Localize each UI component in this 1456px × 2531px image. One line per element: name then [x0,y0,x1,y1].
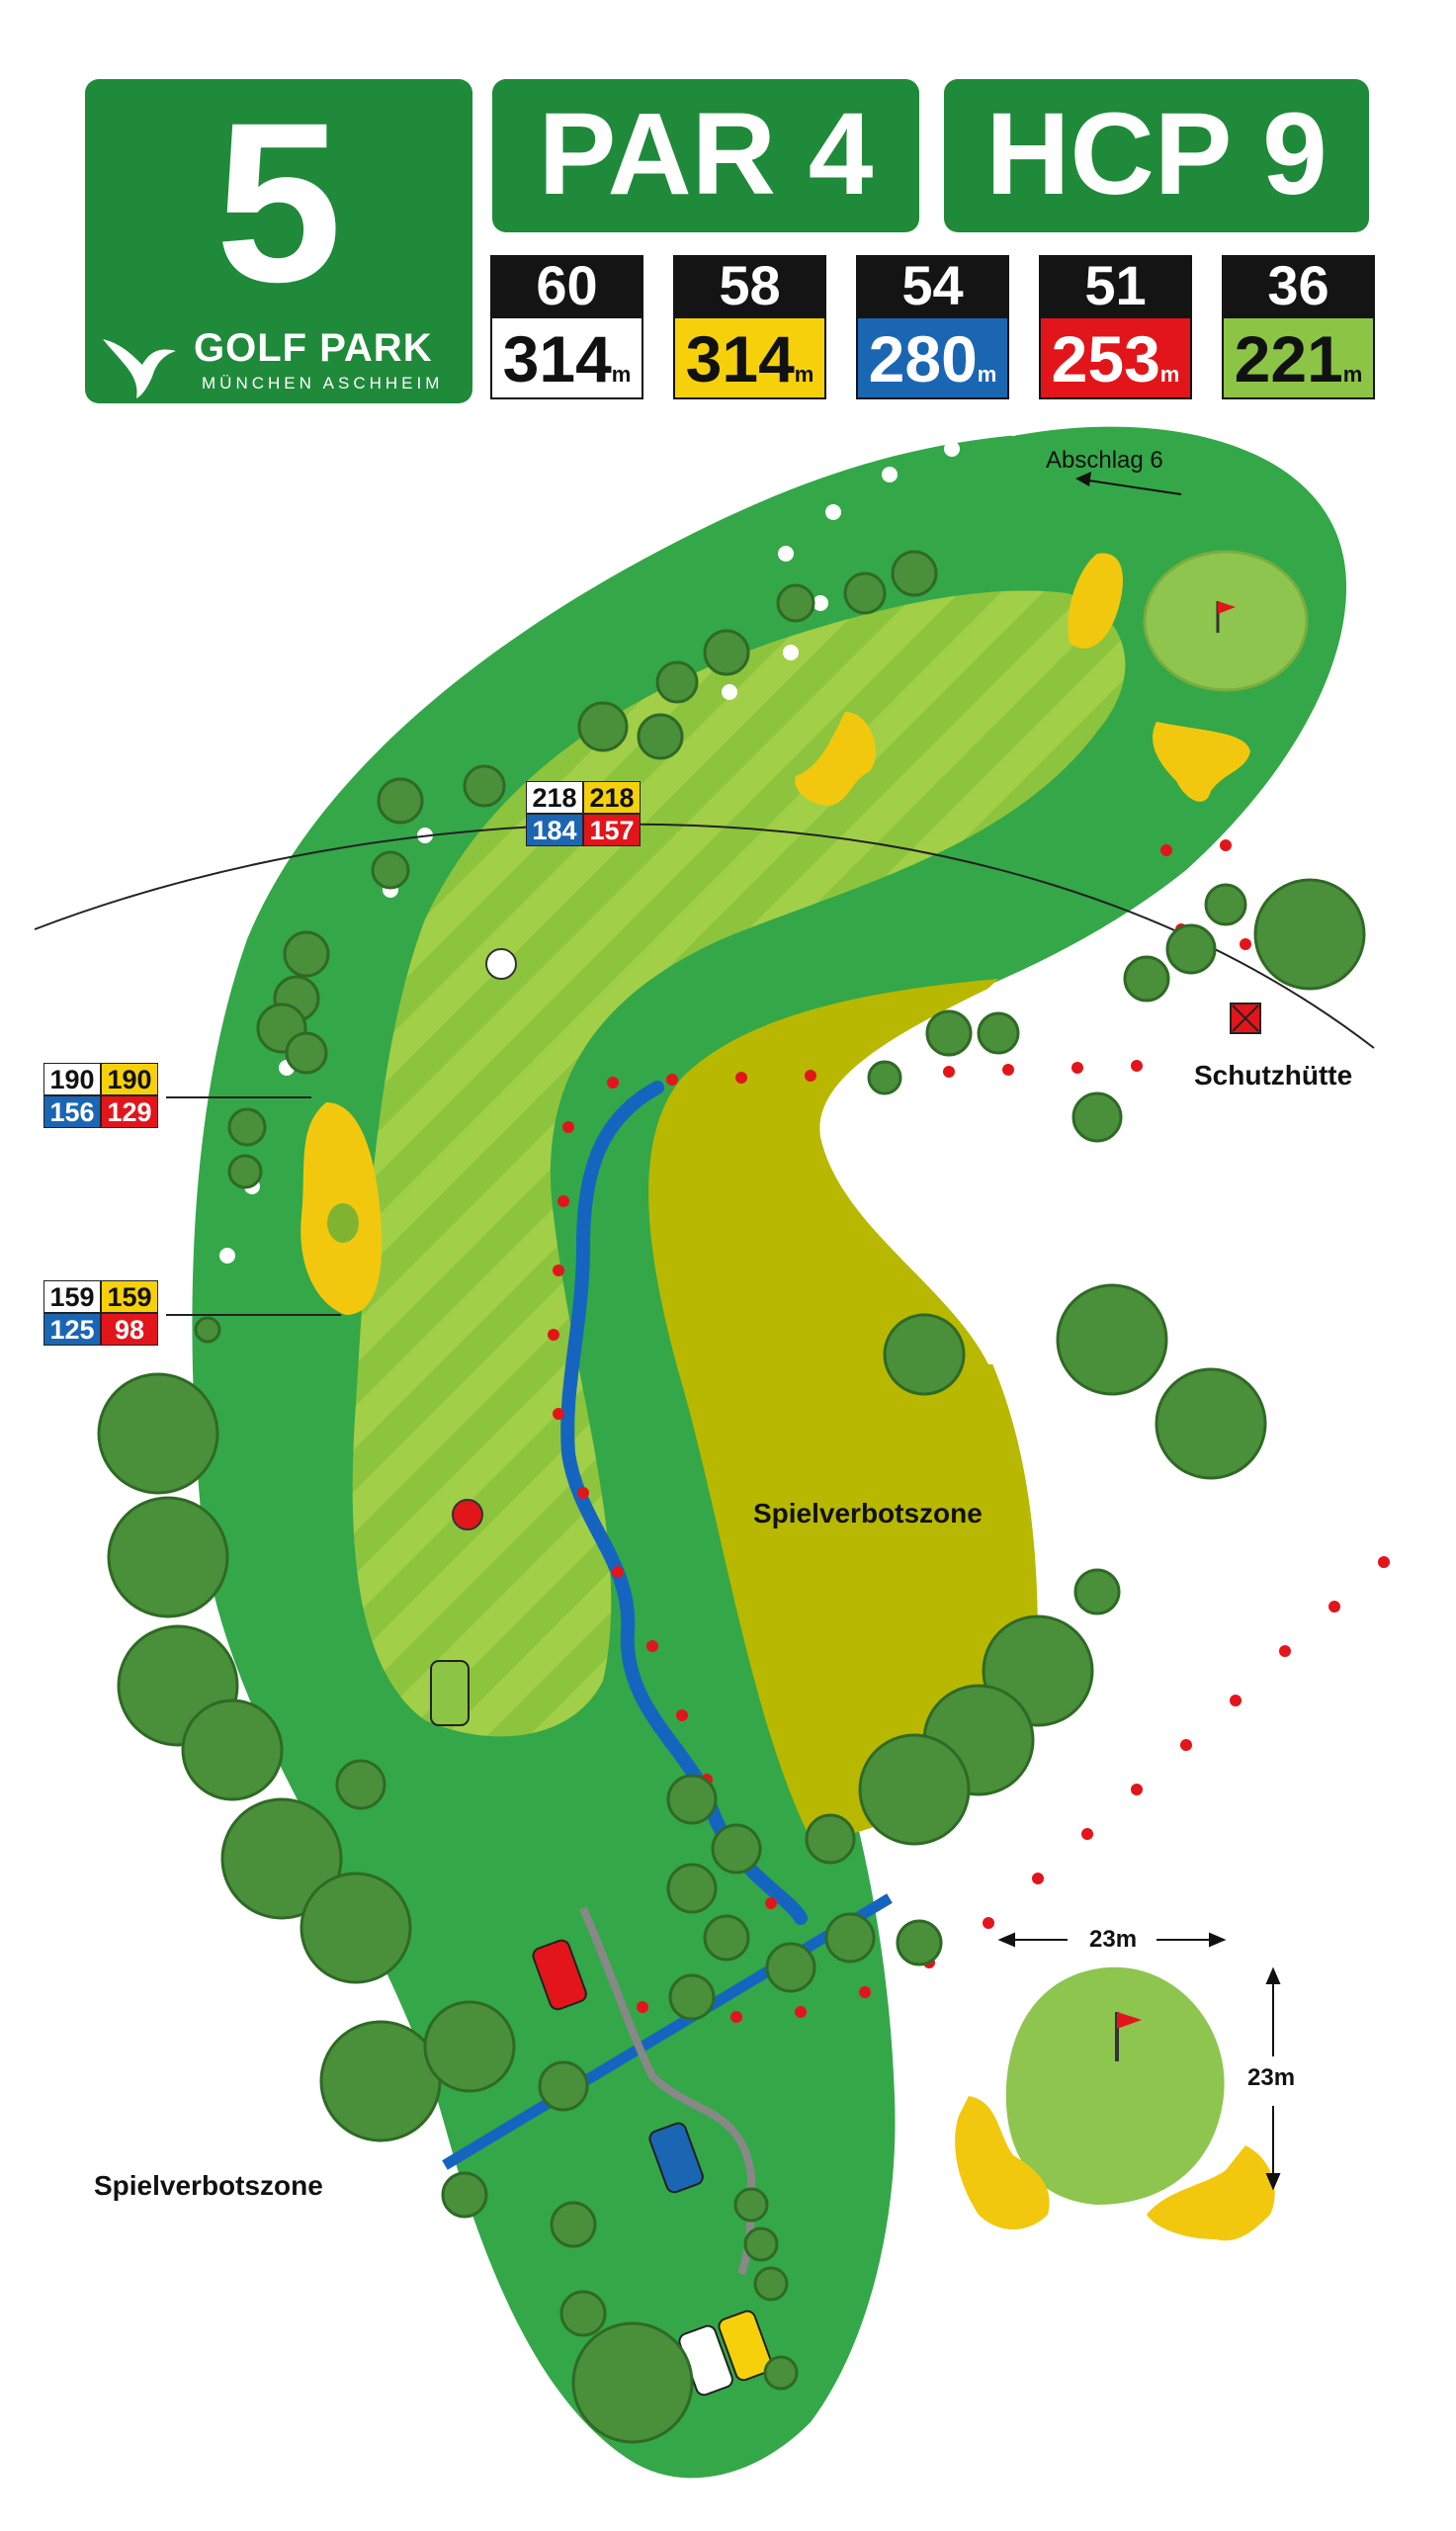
tee-length: 314m [490,316,643,399]
tee-length-unit: m [794,362,814,387]
tee-length-unit: m [1342,362,1363,387]
tee-green [430,1660,470,1726]
tee-length: 221m [1222,316,1375,399]
out-of-play-zone [648,979,1038,1839]
arrow-left-icon [1075,472,1182,495]
bunker-greenside-left [1068,553,1123,649]
hcp-label: HCP 9 [985,89,1328,219]
tee-rating: 54 [856,255,1009,316]
tee-length-unit: m [977,362,997,387]
tee-length: 280m [856,316,1009,399]
no-play-zone-right-label: Spielverbotszone [753,1498,983,1528]
shelter-cross-icon [1230,1003,1261,1034]
par-box: PAR 4 [492,79,919,232]
shelter-label: Schutzhütte [1194,1060,1353,1091]
tee-rating: 58 [673,255,826,316]
tee-rating: 60 [490,255,643,316]
dimension-lines [997,1932,1281,2191]
inset-bunker-left [955,2096,1050,2229]
tree-icon [97,550,1366,2444]
distance-marker-190: 190 190 156 129 [43,1063,166,1132]
golf-park-bird-logo-icon [103,339,176,398]
par-label: PAR 4 [538,89,874,219]
green [1143,550,1309,692]
no-play-zone-left-label: Spielverbotszone [94,2170,323,2201]
hole-number: 5 [215,75,342,329]
tee-yellow [718,2310,773,2382]
flag-icon [1115,2012,1142,2061]
tee-red [532,1939,587,2011]
flag-icon [1216,601,1236,633]
bunker-fairway-top [795,712,876,806]
logo-text: GOLF PARK [194,326,433,370]
red-100m-marker [452,1499,483,1530]
inset-bunker-right [1147,2145,1275,2241]
tee-length-value: 314 [685,322,795,395]
next-tee-label: Abschlag 6 [1046,447,1163,474]
tee-length: 314m [673,316,826,399]
bunker-greenside-right [1153,722,1250,802]
tee-length-value: 314 [502,322,612,395]
tee-length-unit: m [611,362,632,387]
tee-length-value: 221 [1234,322,1343,395]
hcp-box: HCP 9 [944,79,1369,232]
green-depth-label: 23m [1247,2064,1296,2091]
inset-green [1005,1966,1225,2205]
distance-marker-218: 218 218 184 157 [526,781,648,850]
tee-length-value: 253 [1051,322,1160,395]
green-width-label: 23m [1089,1926,1138,1953]
tee-blue [648,2122,704,2194]
tee-rating: 51 [1039,255,1192,316]
tee-rating: 36 [1222,255,1375,316]
tee-length-value: 280 [868,322,978,395]
hole-number-box: 5 GOLF PARK MÜNCHEN ASCHHEIM [85,79,472,403]
white-150m-marker [485,948,517,980]
logo-subtext: MÜNCHEN ASCHHEIM [202,374,444,393]
tee-length-unit: m [1159,362,1180,387]
distance-marker-159: 159 159 125 98 [43,1280,166,1350]
tee-length: 253m [1039,316,1192,399]
